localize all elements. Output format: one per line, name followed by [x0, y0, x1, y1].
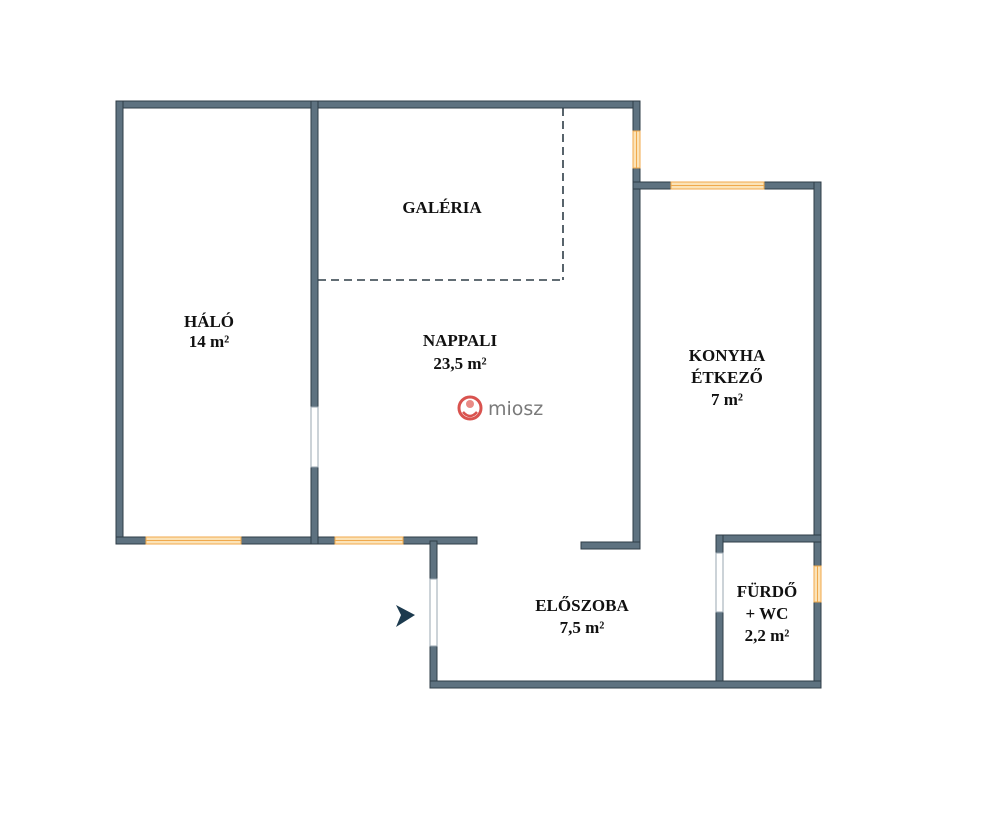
door-openings [310, 406, 724, 647]
windows [145, 130, 822, 603]
room-konyha-area: 7 m² [711, 390, 743, 409]
walls [115, 100, 822, 689]
logo-text: miosz [488, 398, 543, 420]
room-halo-area: 14 m² [189, 332, 230, 351]
room-konyha-name-line1: KONYHA [689, 346, 766, 365]
gallery-outline [318, 108, 564, 281]
room-furdo-name-line2: + WC [746, 604, 789, 623]
room-furdo-area: 2,2 m² [745, 626, 790, 645]
room-halo-name: HÁLÓ [184, 312, 234, 331]
room-eloszoba-name: ELŐSZOBA [535, 596, 629, 615]
door-bathroom [715, 552, 724, 613]
entrance-arrow-icon [396, 605, 415, 627]
room-nappali-area: 23,5 m² [433, 354, 486, 373]
miosz-logo-icon [457, 395, 483, 421]
room-eloszoba-area: 7,5 m² [560, 618, 605, 637]
room-konyha-name-line2: ÉTKEZŐ [691, 368, 763, 387]
door-bedroom [310, 406, 319, 468]
room-furdo-name-line1: FÜRDŐ [737, 582, 797, 601]
room-galeria-name: GALÉRIA [402, 198, 482, 217]
door-entrance [429, 578, 438, 647]
room-nappali-name: NAPPALI [423, 331, 498, 350]
